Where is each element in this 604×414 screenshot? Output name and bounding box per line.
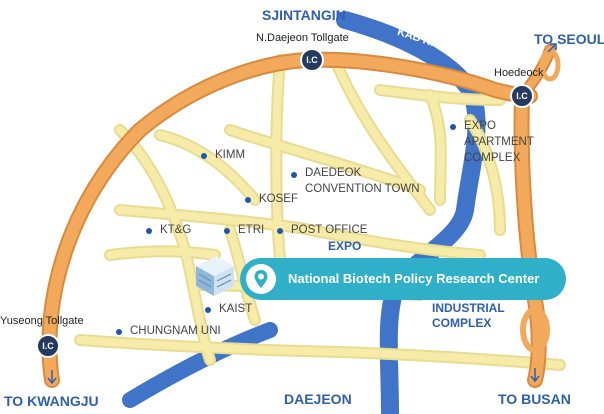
label-to-kwangju: TO KWANGJU bbox=[4, 393, 99, 409]
research-center-callout[interactable]: National Biotech Policy Research Center bbox=[240, 258, 566, 300]
label-industrial-2: COMPLEX bbox=[432, 316, 492, 330]
label-yuseong-tollgate: Yuseong Tollgate bbox=[0, 315, 84, 327]
label-expo: EXPO bbox=[328, 239, 362, 253]
dot-daedeok bbox=[291, 172, 297, 178]
arrow-down-left-icon bbox=[47, 370, 57, 385]
kab-river bbox=[336, 11, 486, 414]
location-pin-icon bbox=[246, 264, 276, 294]
label-etri: ETRI bbox=[238, 224, 265, 236]
dot-expo-apartment bbox=[450, 124, 456, 130]
dot-ktg bbox=[146, 228, 152, 234]
label-post-office: POST OFFICE bbox=[291, 224, 368, 236]
dot-kaist bbox=[205, 307, 211, 313]
building-icon bbox=[196, 256, 234, 296]
research-center-title: National Biotech Policy Research Center bbox=[288, 271, 540, 286]
interchange-hoedeock: I.C bbox=[510, 84, 534, 108]
label-industrial-1: INDUSTRIAL bbox=[432, 301, 505, 315]
dot-etri bbox=[224, 228, 230, 234]
label-daejeon: DAEJEON bbox=[284, 391, 352, 407]
dot-post-office bbox=[277, 228, 283, 234]
dot-kimm bbox=[201, 153, 207, 159]
interchange-north: I.C bbox=[300, 48, 324, 72]
label-kaist: KAIST bbox=[219, 303, 253, 315]
label-n-daejeon-tollgate: N.Daejeon Tollgate bbox=[256, 32, 349, 44]
label-chungnam: CHUNGNAM UNI bbox=[130, 325, 221, 337]
dot-kosef bbox=[245, 197, 251, 203]
label-daedeok-2: CONVENTION TOWN bbox=[305, 183, 420, 195]
label-expo-apartment-1: EXPO bbox=[464, 120, 496, 132]
label-expo-apartment-3: COMPLEX bbox=[464, 152, 521, 164]
arrow-up-right-icon bbox=[547, 43, 557, 53]
arrow-down-right-icon bbox=[530, 368, 540, 383]
label-daedeok-1: DAEDEOK bbox=[305, 167, 362, 179]
interchange-yuseong: I.C bbox=[36, 334, 60, 358]
label-to-seoul: TO SEOUL bbox=[534, 31, 604, 47]
label-hoedeock: Hoedeock bbox=[494, 67, 544, 79]
label-kosef: KOSEF bbox=[259, 193, 298, 205]
label-expo-apartment-2: APARTMENT bbox=[464, 136, 534, 148]
label-ktg: KT&G bbox=[160, 224, 192, 236]
label-sjintangin: SJINTANGIN bbox=[262, 7, 346, 23]
dot-chungnam bbox=[116, 329, 122, 335]
label-kimm: KIMM bbox=[215, 149, 246, 161]
label-to-busan: TO BUSAN bbox=[498, 391, 571, 407]
